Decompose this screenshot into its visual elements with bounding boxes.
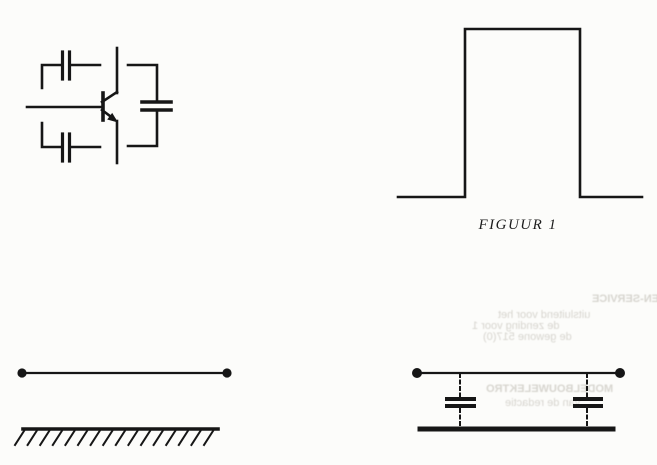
lower-left-branch-wire [40,121,62,149]
ghost-text-line: de gewone 517(0) [483,331,572,343]
pulse-waveform-figure [396,27,644,199]
figure-caption: FIGUUR 1 [478,217,558,233]
wire-with-capacitors-figure [412,368,625,432]
ghost-text-line: LEZEN-SERVICE [592,293,657,305]
wire-endpoint-dot [222,368,232,378]
right-branch-top-wire [126,63,159,102]
transistor-circuit-figure [25,46,173,165]
emitter-arrowhead [107,112,118,123]
ground-hatching [13,429,215,447]
pulse-trace [396,27,644,199]
right-branch-bottom-wire [126,110,159,148]
wire-endpoint-dot [412,368,422,378]
upper-left-branch-wire [40,63,62,90]
ghost-text-line: uitsluitend voor het [498,309,591,321]
wire-endpoint-dot [17,368,27,378]
collector-diagonal [100,90,119,104]
wire-over-ground-figure [13,368,232,447]
ghost-text-line: de zending voor 1 [472,320,560,332]
wire-endpoint-dot [615,368,625,378]
